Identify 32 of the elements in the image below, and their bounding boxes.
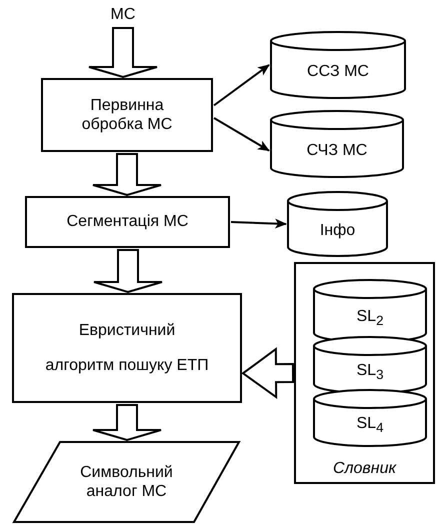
node-label: SL$_{4}$ [356, 414, 384, 436]
node-label: SL$_{3}$ [356, 360, 384, 384]
node-label: алгоритм пошуку ЕТП [45, 356, 209, 376]
node-label: SL$_{2}$ [356, 306, 384, 330]
process-box [25, 196, 230, 248]
process-box [12, 293, 242, 403]
block-arrow [92, 404, 162, 442]
node-label: Символьний аналог МС [79, 462, 174, 502]
database-cylinder [287, 192, 388, 256]
block-arrow [93, 249, 163, 294]
panel-title: Словник [332, 458, 396, 478]
output-parallelogram [13, 441, 240, 523]
node-label: Евристичний [78, 320, 176, 340]
node-label: СЧЗ МС [306, 141, 368, 161]
block-arrow [92, 153, 162, 196]
database-cylinder [270, 32, 406, 98]
dictionary-panel [294, 262, 435, 484]
node-label: Інфо [320, 221, 356, 241]
node-label: МС [110, 5, 136, 25]
database-cylinder [270, 111, 404, 177]
arrow [230, 218, 287, 229]
arrow [213, 64, 270, 106]
node-label: ССЗ МС [307, 62, 369, 82]
database-cylinder [313, 390, 427, 446]
arrow [213, 117, 270, 152]
node-label: Первинна обробка МС [80, 96, 174, 134]
block-arrow [241, 347, 294, 400]
block-arrow [88, 27, 158, 78]
database-cylinder [313, 337, 427, 393]
process-box [41, 78, 213, 152]
node-label: Сегментація МС [66, 212, 188, 232]
database-cylinder [313, 280, 427, 342]
